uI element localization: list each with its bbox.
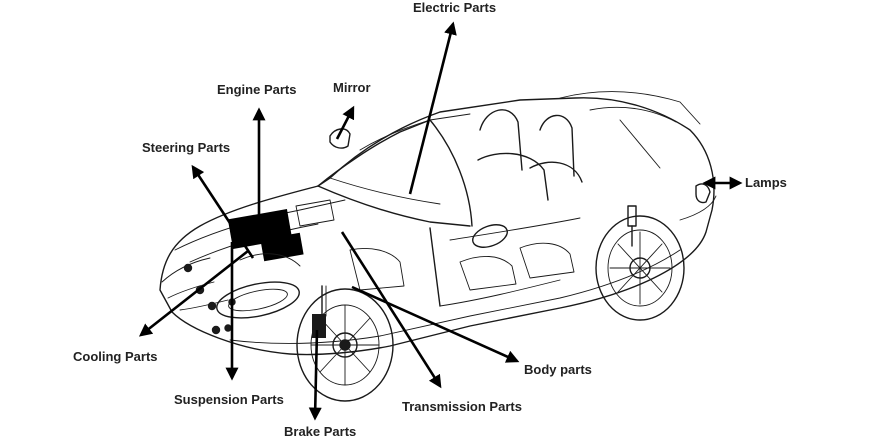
electric-parts-label: Electric Parts [413,0,497,15]
lamps-label: Lamps [745,175,787,190]
brake-parts-label: Brake Parts [284,424,357,439]
body-arrow [351,285,520,363]
body-parts-label: Body parts [524,362,592,377]
transmission-arrow [340,231,442,389]
engine-parts-label: Engine Parts [217,82,297,97]
mirror-label: Mirror [333,80,371,95]
electric-arrow [408,21,457,195]
transmission-parts-label: Transmission Parts [402,399,522,414]
suspension-parts-label: Suspension Parts [174,392,284,407]
cooling-arrow [138,249,249,337]
cooling-parts-label: Cooling Parts [73,349,158,364]
steering-arrow [191,164,255,259]
steering-parts-label: Steering Parts [142,140,231,155]
brake-arrow [308,329,322,421]
mirror-arrow [335,105,355,140]
